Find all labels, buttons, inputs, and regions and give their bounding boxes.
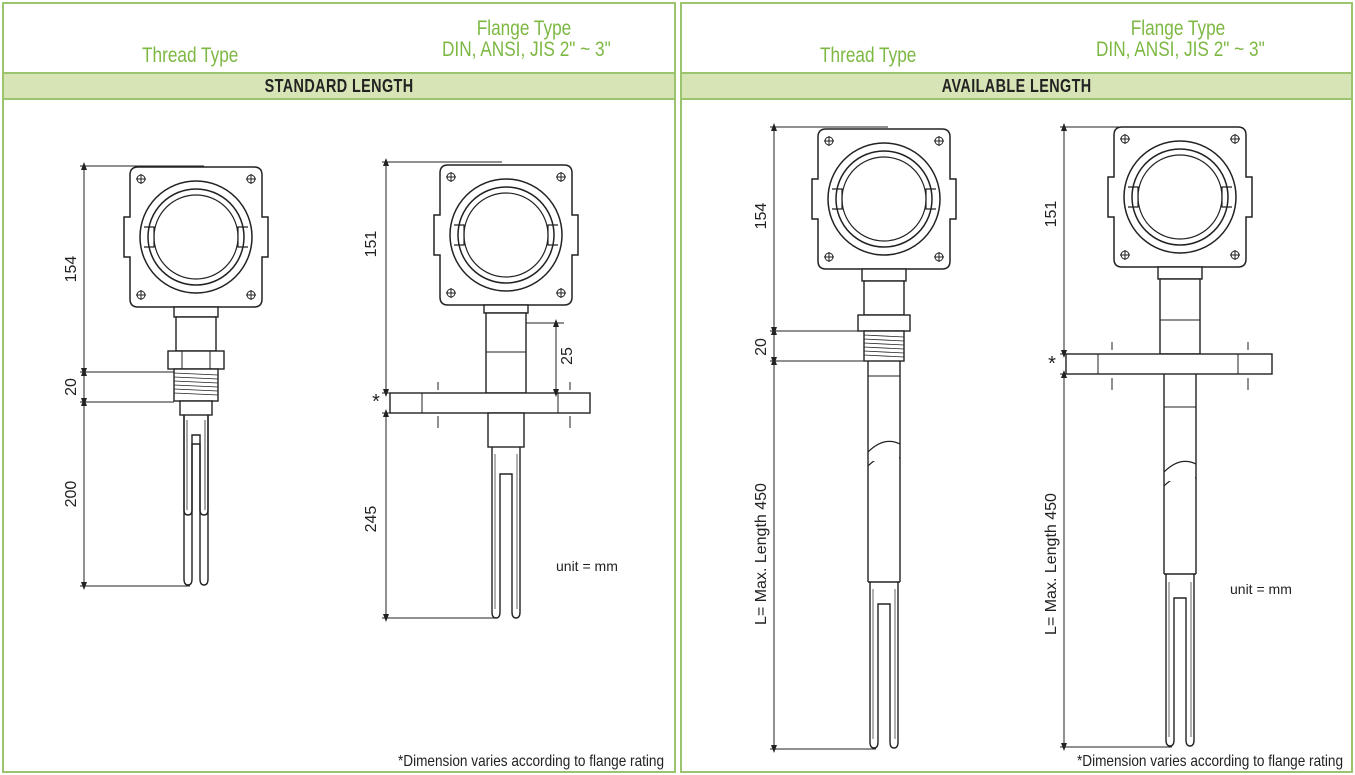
standard-length-drawing: 154 20 200 <box>63 158 618 622</box>
panel-standard-length: Thread Type Flange Type DIN, ANSI, JIS 2… <box>2 2 676 773</box>
thread-type-label: Thread Type <box>142 44 239 67</box>
panel-header: Thread Type Flange Type DIN, ANSI, JIS 2… <box>682 4 1351 72</box>
dim-245: 245 <box>363 506 380 533</box>
flange-rating-note: *Dimension varies according to flange ra… <box>397 753 664 770</box>
dim-151: 151 <box>363 231 380 258</box>
flange-type-standards: DIN, ANSI, JIS 2" ~ 3" <box>1096 38 1265 61</box>
section-title: AVAILABLE LENGTH <box>941 76 1092 96</box>
thread-type-label: Thread Type <box>820 44 917 67</box>
flange-rating-note: *Dimension varies according to flange ra… <box>1076 753 1343 770</box>
dim-25: 25 <box>559 347 576 365</box>
dim-max-length: L= Max. Length 450 <box>753 483 770 625</box>
section-band: AVAILABLE LENGTH <box>682 72 1351 100</box>
flange-type-title: Flange Type <box>476 17 572 40</box>
unit-label: unit = mm <box>556 558 618 574</box>
flange-type-long-drawing: 151 L= Max. Length 450 * unit = mm <box>1043 123 1292 751</box>
flange-type-drawing: 151 25 245 * unit = mm <box>363 158 618 622</box>
dim-20: 20 <box>63 378 80 396</box>
thread-type-long-drawing: 154 20 L= Max. Length 450 <box>753 123 957 753</box>
flange-type-label: Flange Type DIN, ANSI, JIS 2" ~ 3" <box>1096 17 1265 61</box>
available-length-drawing: 154 20 L= Max. Length 450 <box>753 123 1292 753</box>
flange-type-label: Flange Type DIN, ANSI, JIS 2" ~ 3" <box>442 17 611 61</box>
dim-154: 154 <box>63 256 80 283</box>
dim-151: 151 <box>1043 201 1060 228</box>
thread-type-drawing: 154 20 200 <box>63 162 269 590</box>
panel-available-length: Thread Type Flange Type DIN, ANSI, JIS 2… <box>680 2 1353 773</box>
panel-header: Thread Type Flange Type DIN, ANSI, JIS 2… <box>4 4 674 72</box>
flange-rating-marker: * <box>372 391 380 413</box>
flange-type-title: Flange Type <box>1130 17 1226 40</box>
dim-20: 20 <box>753 338 770 356</box>
section-band: STANDARD LENGTH <box>4 72 674 100</box>
dim-max-length: L= Max. Length 450 <box>1043 493 1060 635</box>
unit-label: unit = mm <box>1230 581 1292 597</box>
flange-rating-marker: * <box>1048 353 1056 375</box>
section-title: STANDARD LENGTH <box>264 76 414 96</box>
flange-type-standards: DIN, ANSI, JIS 2" ~ 3" <box>442 38 611 61</box>
dim-200: 200 <box>63 481 80 508</box>
dim-154: 154 <box>753 203 770 230</box>
